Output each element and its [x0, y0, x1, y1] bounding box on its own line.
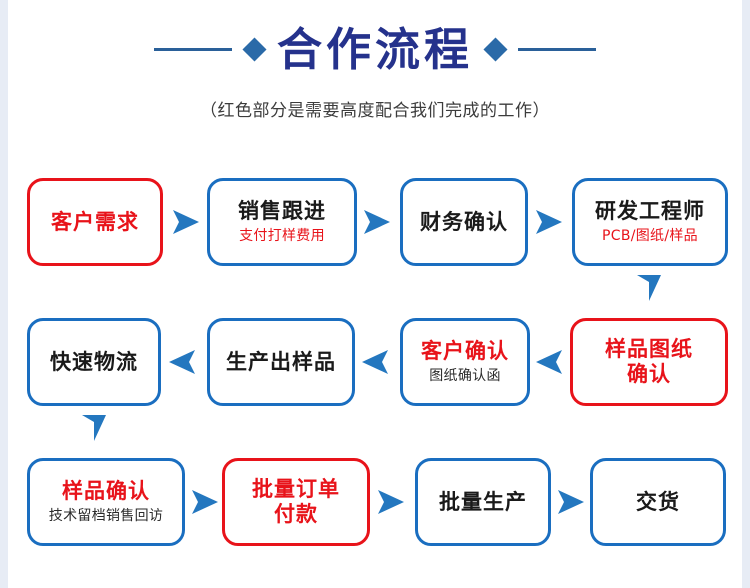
title-row: 合作流程	[8, 18, 742, 80]
flow-node-label: 研发工程师	[595, 199, 705, 224]
flow-node-label: 交货	[636, 489, 680, 514]
flow-node-sublabel: 图纸确认函	[429, 367, 501, 384]
flow-node-rnd-engineer[interactable]: 研发工程师 PCB/图纸/样品	[572, 178, 728, 266]
flow-node-sample-drawing-confirm[interactable]: 样品图纸 确认	[570, 318, 728, 406]
flow-node-label: 财务确认	[420, 209, 508, 234]
flow-node-sublabel: 支付打样费用	[239, 227, 325, 244]
flow-node-label: 批量订单 付款	[252, 477, 340, 526]
flow-node-produce-sample[interactable]: 生产出样品	[207, 318, 355, 406]
page-header: 合作流程 （红色部分是需要高度配合我们完成的工作）	[8, 18, 742, 121]
flow-node-label: 批量生产	[439, 489, 527, 514]
flow-node-label: 生产出样品	[226, 349, 336, 374]
flow-node-label: 样品图纸 确认	[605, 337, 693, 386]
page-subtitle: （红色部分是需要高度配合我们完成的工作）	[200, 101, 550, 121]
page-title: 合作流程	[276, 22, 473, 76]
decoration-line-right	[518, 47, 596, 51]
flow-node-bulk-order-payment[interactable]: 批量订单 付款	[222, 458, 370, 546]
right-edge-strip	[742, 0, 750, 588]
flow-node-label: 销售跟进	[238, 199, 326, 224]
decoration-line-left	[153, 47, 232, 51]
flow-node-finance-confirm[interactable]: 财务确认	[400, 178, 528, 266]
flow-node-sales-follow-up[interactable]: 销售跟进 支付打样费用	[207, 178, 357, 266]
flow-node-label: 样品确认	[62, 479, 150, 504]
flow-node-fast-logistics[interactable]: 快速物流	[27, 318, 161, 406]
flow-node-customer-requirement[interactable]: 客户需求	[27, 178, 163, 266]
flow-node-customer-confirm[interactable]: 客户确认 图纸确认函	[400, 318, 530, 406]
diamond-icon-right	[483, 36, 508, 62]
left-edge-strip	[0, 0, 8, 588]
diamond-icon-left	[242, 36, 267, 62]
flowchart-canvas: 合作流程 （红色部分是需要高度配合我们完成的工作） 客户需求 销售跟进 支付打样…	[8, 0, 742, 588]
flow-node-delivery[interactable]: 交货	[590, 458, 726, 546]
flow-node-label: 客户确认	[421, 339, 509, 364]
flow-node-label: 客户需求	[51, 209, 139, 234]
flow-node-bulk-production[interactable]: 批量生产	[415, 458, 551, 546]
flow-node-label: 快速物流	[50, 349, 138, 374]
flow-node-sublabel: PCB/图纸/样品	[602, 227, 698, 244]
flow-node-sample-confirm[interactable]: 样品确认 技术留档销售回访	[27, 458, 185, 546]
flow-node-sublabel: 技术留档销售回访	[48, 507, 164, 524]
